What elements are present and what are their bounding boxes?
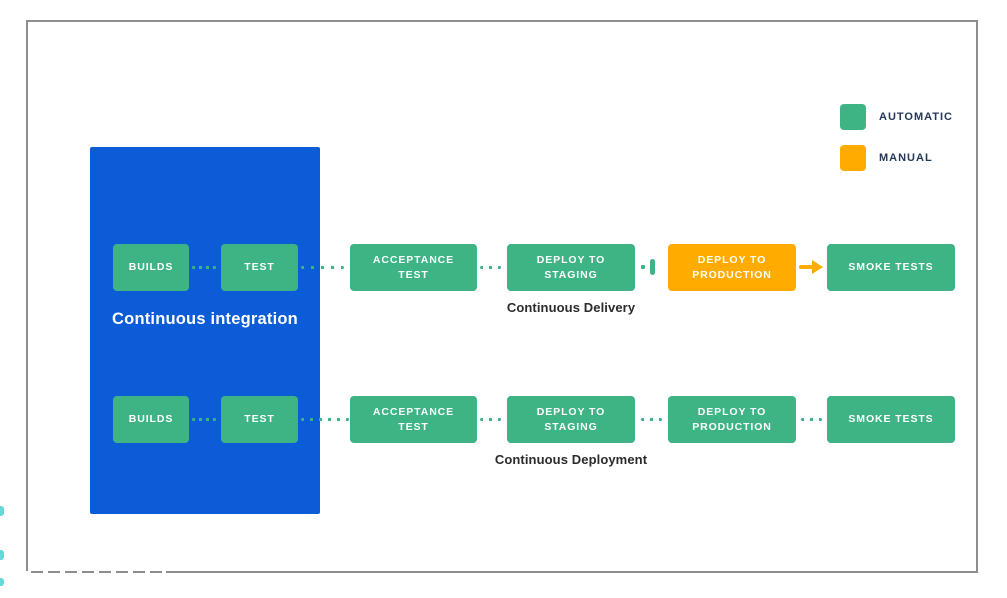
step-deploy-to-staging-deployment: DEPLOY TO STAGING xyxy=(507,396,635,443)
edge-artifact xyxy=(0,550,4,560)
step-acceptance-test-deployment: ACCEPTANCE TEST xyxy=(350,396,477,443)
dotted-connector xyxy=(301,418,349,421)
caption-continuous-deployment: Continuous Deployment xyxy=(494,452,648,467)
dotted-connector xyxy=(480,418,501,421)
step-test-delivery: TEST xyxy=(221,244,298,291)
step-smoke-tests-delivery: SMOKE TESTS xyxy=(827,244,955,291)
step-test-deployment: TEST xyxy=(221,396,298,443)
continuous-integration-title: Continuous integration xyxy=(112,310,298,328)
diagram-canvas: AUTOMATIC MANUAL Continuous integration … xyxy=(26,20,978,573)
dotted-connector xyxy=(801,418,822,421)
caption-continuous-delivery: Continuous Delivery xyxy=(506,300,636,315)
dashed-border-segment xyxy=(26,571,166,573)
legend-item-manual: MANUAL xyxy=(840,145,933,171)
manual-gate-bar xyxy=(650,259,655,275)
step-deploy-to-production-deployment: DEPLOY TO PRODUCTION xyxy=(668,396,796,443)
edge-artifact xyxy=(0,506,4,516)
step-acceptance-test-delivery: ACCEPTANCE TEST xyxy=(350,244,477,291)
step-smoke-tests-deployment: SMOKE TESTS xyxy=(827,396,955,443)
manual-color-swatch xyxy=(840,145,866,171)
dotted-connector xyxy=(192,266,216,269)
manual-arrow-icon xyxy=(799,260,823,274)
step-builds-delivery: BUILDS xyxy=(113,244,189,291)
step-builds-deployment: BUILDS xyxy=(113,396,189,443)
manual-gate-dot xyxy=(641,265,645,269)
legend-label-automatic: AUTOMATIC xyxy=(879,111,953,123)
legend-item-automatic: AUTOMATIC xyxy=(840,104,953,130)
step-deploy-to-staging-delivery: DEPLOY TO STAGING xyxy=(507,244,635,291)
legend-label-manual: MANUAL xyxy=(879,152,933,164)
dotted-connector xyxy=(480,266,501,269)
continuous-integration-group: Continuous integration xyxy=(90,147,320,514)
dotted-connector xyxy=(192,418,216,421)
automatic-color-swatch xyxy=(840,104,866,130)
step-deploy-to-production-delivery: DEPLOY TO PRODUCTION xyxy=(668,244,796,291)
dotted-connector xyxy=(641,418,662,421)
edge-artifact xyxy=(0,578,4,586)
dotted-connector xyxy=(301,266,344,269)
